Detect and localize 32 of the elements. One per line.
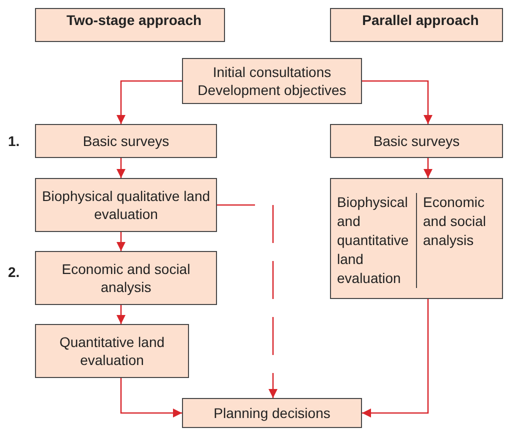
- arrow: [423, 158, 433, 178]
- box-text: Basic surveys: [373, 132, 460, 150]
- box-text: Initial consultations: [212, 62, 332, 81]
- process-box: [35, 251, 217, 305]
- process-box: [330, 178, 503, 299]
- process-box: [35, 124, 217, 158]
- process-box: [182, 398, 362, 428]
- process-box: [330, 124, 503, 158]
- box-text: Basic surveys: [82, 132, 170, 150]
- box-text: Planning decisions: [214, 404, 330, 422]
- step-number: 1.: [8, 133, 20, 149]
- heading-text: Parallel approach: [361, 11, 479, 30]
- arrow: [116, 305, 126, 324]
- arrow: [116, 158, 126, 178]
- arrow: [362, 299, 429, 418]
- arrow: [116, 80, 182, 124]
- heading-text: Two-stage approach: [65, 11, 202, 30]
- arrow: [116, 232, 126, 251]
- box-text: Economic and social analysis: [416, 193, 498, 288]
- heading-box: [35, 8, 225, 42]
- arrow: [362, 80, 433, 124]
- box-text: Biophysical and quantitative land evaluation: [337, 193, 410, 288]
- process-box: [35, 178, 217, 232]
- arrow: [120, 378, 182, 418]
- step-number: 2.: [8, 264, 20, 280]
- box-text: Economic and social analysis: [60, 260, 192, 296]
- box-text: Biophysical qualitative land evaluation: [40, 186, 212, 224]
- process-box: [182, 58, 362, 104]
- heading-box: [330, 8, 503, 42]
- process-box: [35, 324, 189, 378]
- box-text: Quantitative land evaluation: [58, 332, 166, 370]
- box-text: Development objectives: [198, 81, 346, 100]
